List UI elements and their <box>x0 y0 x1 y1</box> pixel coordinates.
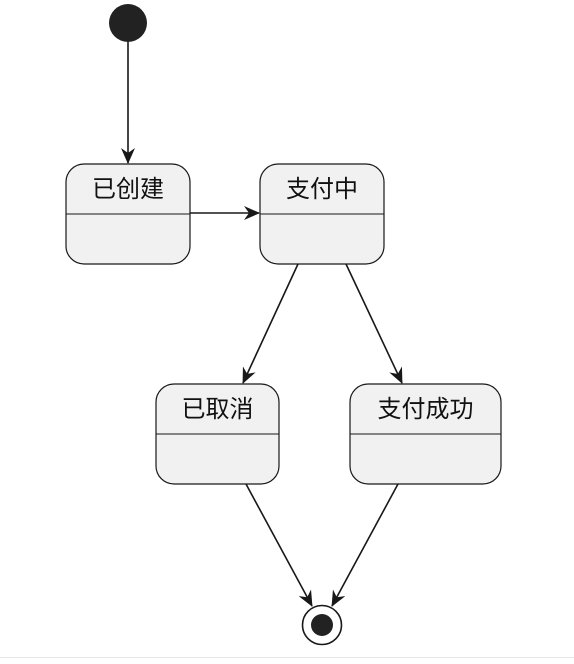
final-state-node <box>301 604 343 646</box>
transition-paying-to-paid <box>345 263 403 384</box>
initial-state-node <box>109 4 147 42</box>
transition-cancelled-to-end <box>245 483 313 607</box>
state-cancelled <box>155 383 280 485</box>
state-label-created: 已创建 <box>92 175 164 203</box>
transition-paid-to-end <box>331 483 399 607</box>
state-created <box>65 163 191 265</box>
state-paid <box>349 383 502 485</box>
state-paying <box>259 163 385 265</box>
state-label-cancelled: 已取消 <box>181 395 254 423</box>
transition-paying-to-cancelled <box>242 263 299 384</box>
bottom-divider <box>0 657 574 658</box>
state-label-paying: 支付中 <box>286 175 358 203</box>
state-label-paid: 支付成功 <box>377 395 474 423</box>
